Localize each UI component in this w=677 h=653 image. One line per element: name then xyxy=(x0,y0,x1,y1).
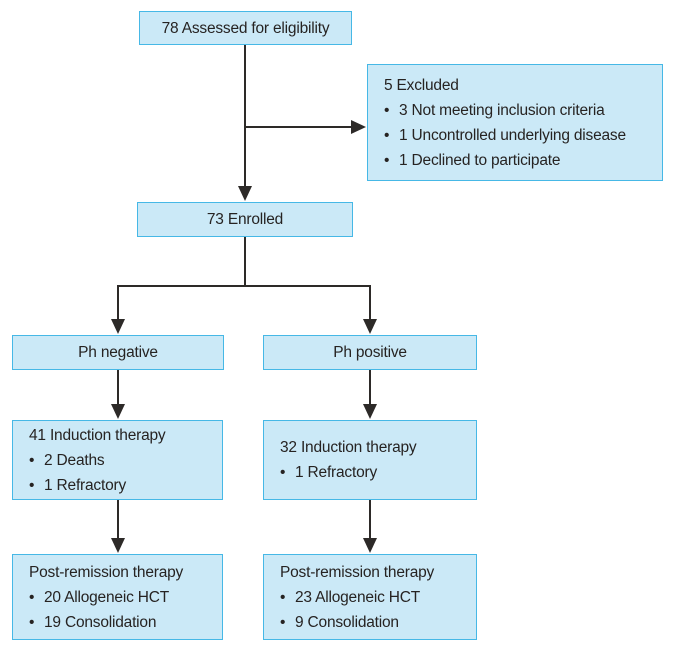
arrowhead-ph-negative xyxy=(111,319,125,334)
bullet-item-label: 9 Consolidation xyxy=(295,613,399,631)
box-ph-positive: Ph positive xyxy=(263,335,477,370)
box-eligibility-title: 78 Assessed for eligibility xyxy=(161,19,330,37)
arrowhead-postremission-positive xyxy=(363,538,377,553)
arrowhead-excluded xyxy=(351,120,366,134)
box-ph-negative-title: Ph negative xyxy=(78,344,158,361)
arrowhead-ph-positive xyxy=(363,319,377,334)
bullet-icon: • xyxy=(29,476,35,494)
bullet-item: • 1 Refractory xyxy=(280,460,460,485)
arrowhead-enrolled xyxy=(238,186,252,201)
bullet-icon: • xyxy=(280,613,286,631)
bullet-icon: • xyxy=(384,151,390,169)
bullet-item: • 20 Allogeneic HCT xyxy=(29,585,206,610)
box-induction-positive: 32 Induction therapy • 1 Refractory xyxy=(263,420,477,500)
bullet-item-label: 1 Declined to participate xyxy=(399,151,561,169)
box-induction-positive-title: 32 Induction therapy xyxy=(280,439,417,456)
bullet-icon: • xyxy=(280,464,286,481)
bullet-item: • 9 Consolidation xyxy=(280,610,460,635)
bullet-item: • 1 Declined to participate xyxy=(384,148,646,173)
box-enrolled-title: 73 Enrolled xyxy=(206,211,284,228)
bullet-item-label: 23 Allogeneic HCT xyxy=(295,588,420,606)
arrowhead-postremission-negative xyxy=(111,538,125,553)
bullet-item-label: 2 Deaths xyxy=(44,451,105,469)
bullet-item: • 23 Allogeneic HCT xyxy=(280,585,460,610)
box-enrolled: 73 Enrolled xyxy=(137,202,353,237)
box-post-remission-positive-title: Post-remission therapy xyxy=(280,563,435,581)
bullet-icon: • xyxy=(384,126,390,144)
bullet-item-label: 1 Refractory xyxy=(44,476,127,494)
bullet-icon: • xyxy=(29,613,35,631)
bullet-item-label: 3 Not meeting inclusion criteria xyxy=(399,101,605,119)
bullet-item-label: 1 Refractory xyxy=(295,464,378,481)
bullet-item: • 19 Consolidation xyxy=(29,610,206,635)
bullet-icon: • xyxy=(280,588,286,606)
bullet-item-label: 1 Uncontrolled underlying disease xyxy=(399,126,626,144)
box-ph-positive-title: Ph positive xyxy=(333,344,407,361)
box-induction-negative-title: 41 Induction therapy xyxy=(29,426,166,444)
box-post-remission-negative: Post-remission therapy • 20 Allogeneic H… xyxy=(12,554,223,640)
bullet-item: • 1 Refractory xyxy=(29,473,206,498)
bullet-icon: • xyxy=(29,588,35,606)
arrowhead-induction-negative xyxy=(111,404,125,419)
box-induction-negative: 41 Induction therapy • 2 Deaths • 1 Refr… xyxy=(12,420,223,500)
bullet-item: • 3 Not meeting inclusion criteria xyxy=(384,98,646,123)
box-excluded: 5 Excluded • 3 Not meeting inclusion cri… xyxy=(367,64,663,181)
box-eligibility: 78 Assessed for eligibility xyxy=(139,11,352,45)
arrowhead-induction-positive xyxy=(363,404,377,419)
box-ph-negative: Ph negative xyxy=(12,335,224,370)
bullet-item-label: 19 Consolidation xyxy=(44,613,157,631)
bullet-icon: • xyxy=(29,451,35,469)
bullet-item: • 1 Uncontrolled underlying disease xyxy=(384,123,646,148)
box-excluded-title: 5 Excluded xyxy=(384,76,459,94)
bullet-item-label: 20 Allogeneic HCT xyxy=(44,588,169,606)
bullet-item: • 2 Deaths xyxy=(29,448,206,473)
box-post-remission-positive: Post-remission therapy • 23 Allogeneic H… xyxy=(263,554,477,640)
box-post-remission-negative-title: Post-remission therapy xyxy=(29,563,184,581)
bullet-icon: • xyxy=(384,101,390,119)
